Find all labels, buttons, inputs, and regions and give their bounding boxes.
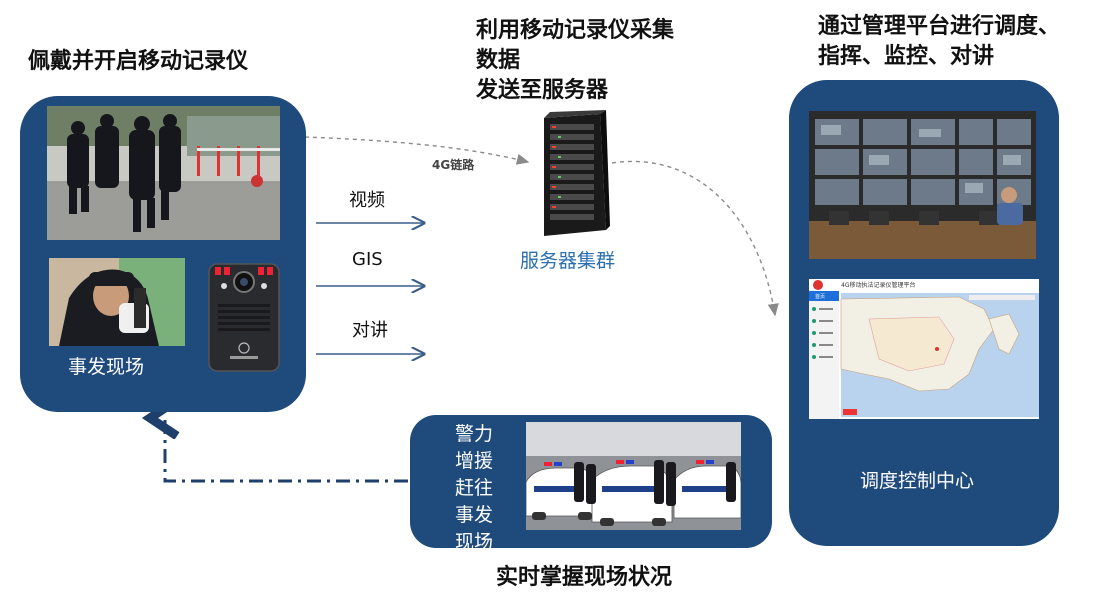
heading-collect-data: 利用移动记录仪采集 数据 发送至服务器 xyxy=(476,16,674,106)
heading-platform-line1: 通过管理平台进行调度、 xyxy=(818,14,1061,39)
flow-label-video: 视频 xyxy=(349,190,385,211)
return-dashdot-arrow xyxy=(165,418,408,483)
reinforcement-line-1: 警力 xyxy=(454,423,493,445)
heading-wear-recorder: 佩戴并开启移动记录仪 xyxy=(28,49,249,74)
platform-nav-home: 首页 xyxy=(815,294,826,300)
heading-collect-line3: 发送至服务器 xyxy=(476,78,609,103)
reinforcement-line-3: 赶往 xyxy=(454,477,493,499)
police-cars-photo xyxy=(526,422,741,530)
reinforcement-line-4: 事发 xyxy=(454,504,493,526)
police-running-photo xyxy=(47,106,280,240)
platform-title: 4G移动执法记录仪管理平台 xyxy=(841,282,916,289)
platform-map-screenshot: 4G移动执法记录仪管理平台 首页 xyxy=(809,279,1039,419)
flow-label-intercom: 对讲 xyxy=(352,320,388,341)
scene-label: 事发现场 xyxy=(68,356,145,378)
server-cluster-label: 服务器集群 xyxy=(520,250,616,272)
heading-collect-line1: 利用移动记录仪采集 xyxy=(476,18,675,43)
server-rack-icon xyxy=(530,110,612,240)
link-label-4g: 4G链路 xyxy=(432,158,475,172)
reinforcement-line-5: 现场 xyxy=(454,531,493,553)
video-wall-photo xyxy=(809,111,1036,259)
link-dashed-to-server xyxy=(304,136,530,165)
flow-label-gis: GIS xyxy=(352,249,383,270)
officer-radio-photo xyxy=(49,258,185,346)
heading-collect-line2: 数据 xyxy=(476,48,521,73)
body-camera-device xyxy=(206,262,282,373)
control-center-label: 调度控制中心 xyxy=(860,470,975,492)
heading-platform: 通过管理平台进行调度、 指挥、监控、对讲 xyxy=(818,12,1060,72)
reinforcement-line-2: 增援 xyxy=(454,450,493,472)
link-dashed-to-platform xyxy=(611,160,779,317)
heading-platform-line2: 指挥、监控、对讲 xyxy=(818,44,995,69)
reinforcement-text: 警力 增援 赶往 事发 现场 xyxy=(450,421,498,556)
heading-realtime-status: 实时掌握现场状况 xyxy=(496,565,673,590)
